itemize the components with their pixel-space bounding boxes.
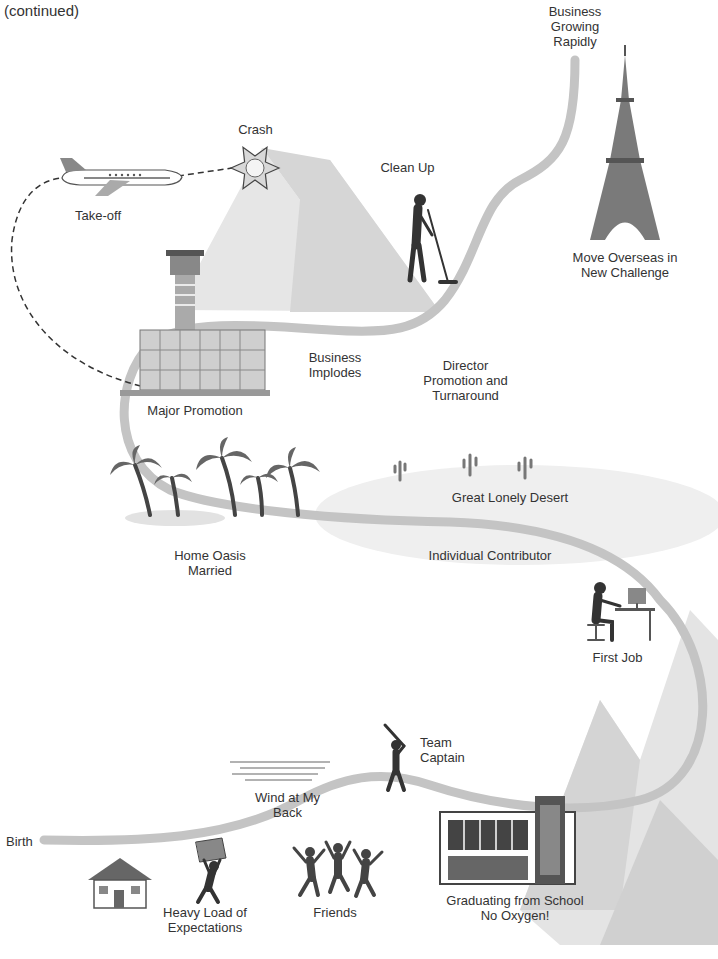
label: Heavy Load of Expectations bbox=[155, 905, 255, 935]
wind-lines bbox=[230, 762, 330, 780]
label: Individual Contributor bbox=[420, 548, 560, 563]
label: Director Promotion and Turnaround bbox=[418, 358, 513, 403]
label: Major Promotion bbox=[140, 403, 250, 418]
label: Business Growing Rapidly bbox=[544, 4, 606, 49]
label: Clean Up bbox=[375, 160, 440, 175]
house bbox=[88, 858, 152, 908]
label: Great Lonely Desert bbox=[430, 490, 590, 505]
school-building bbox=[440, 796, 575, 884]
office-worker bbox=[588, 582, 655, 640]
label: First Job bbox=[585, 650, 650, 665]
label: Wind at My Back bbox=[255, 790, 320, 820]
label: Take-off bbox=[68, 208, 128, 223]
friends-figures bbox=[294, 842, 382, 896]
palm-trees bbox=[110, 437, 320, 526]
cleaner-figure bbox=[410, 194, 456, 282]
mountain bbox=[175, 148, 440, 312]
flight-path bbox=[178, 168, 232, 176]
airport bbox=[120, 250, 270, 396]
mountain-shade bbox=[262, 148, 440, 312]
baseball-player bbox=[385, 725, 404, 790]
label: Business Implodes bbox=[300, 350, 370, 380]
label: Team Captain bbox=[420, 735, 480, 765]
load-carrier bbox=[196, 838, 226, 902]
label: Friends bbox=[305, 905, 365, 920]
airplane bbox=[60, 158, 182, 196]
mountains-far bbox=[600, 800, 718, 945]
label: Crash bbox=[233, 122, 278, 137]
eiffel-tower bbox=[590, 45, 660, 240]
label: (continued) bbox=[4, 2, 79, 20]
cacti bbox=[395, 455, 531, 480]
label: Birth bbox=[6, 834, 46, 849]
crash-explosion bbox=[231, 147, 279, 189]
label: Move Overseas in New Challenge bbox=[571, 250, 679, 280]
label: Home Oasis Married bbox=[170, 548, 250, 578]
life-road bbox=[44, 60, 703, 841]
label: Graduating from School No Oxygen! bbox=[440, 893, 590, 923]
